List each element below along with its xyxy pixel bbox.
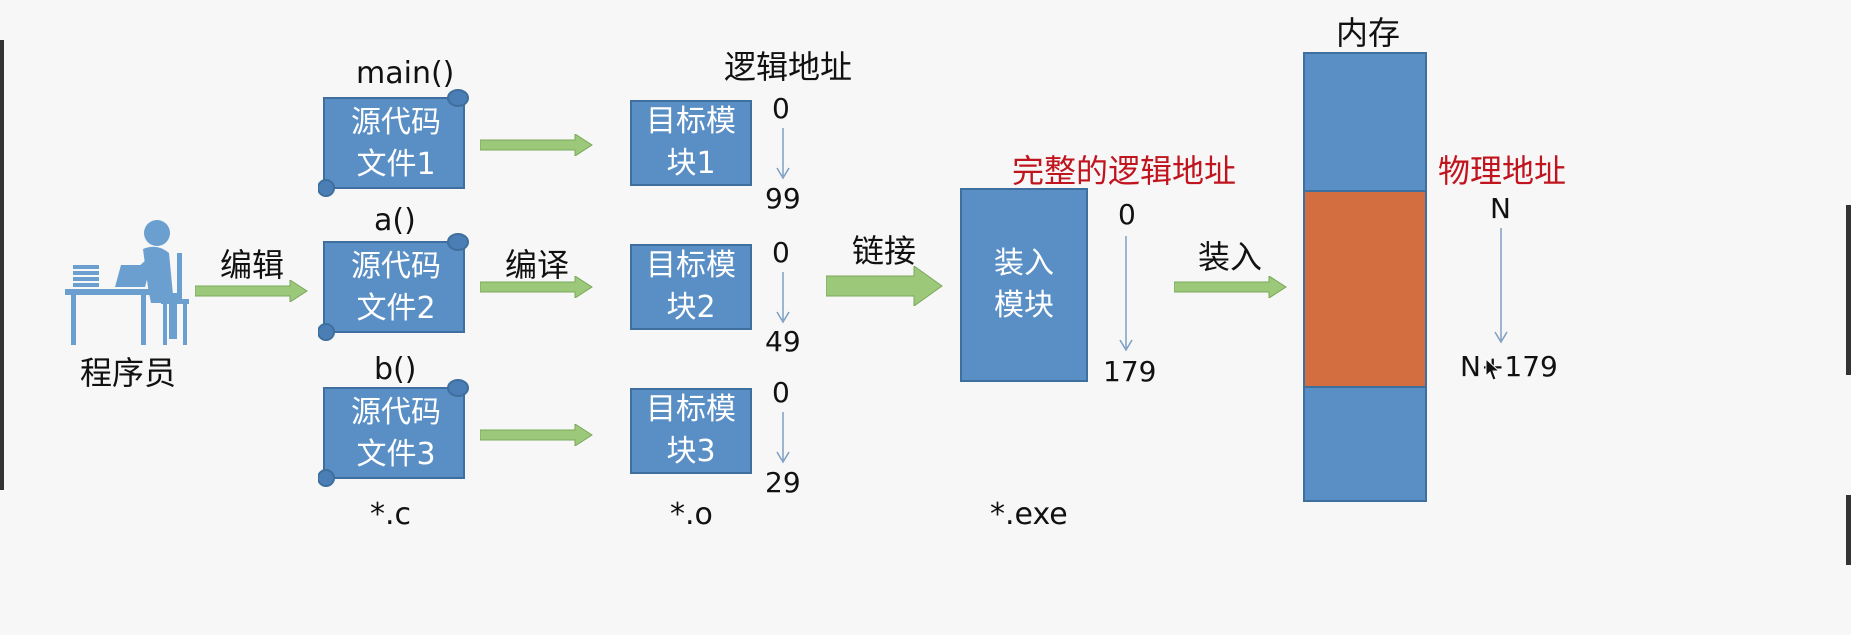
memory-block (1303, 52, 1427, 502)
source-file-2: 源代码文件2 (318, 232, 478, 342)
object-module-2-text: 目标模块2 (646, 248, 736, 325)
logical-address-title: 逻辑地址 (724, 48, 853, 86)
edit-arrow (195, 280, 308, 302)
module-1-range-arrow (776, 128, 790, 180)
module-3-range-arrow (776, 412, 790, 464)
mouse-cursor-icon (1485, 358, 1501, 381)
module-1-start: 0 (772, 92, 790, 125)
programmer-label: 程序员 (80, 354, 177, 392)
module-2-range-arrow (776, 272, 790, 324)
memory-used-region (1305, 190, 1425, 388)
load-module-box: 装入模块 (960, 188, 1088, 382)
physical-end: N+179 (1460, 350, 1558, 383)
load-arrow (1174, 276, 1287, 298)
link-arrow (826, 266, 943, 306)
load-module-end: 179 (1103, 355, 1157, 388)
ext-o-label: *.o (670, 497, 713, 532)
compile-label: 编译 (505, 246, 570, 284)
edit-label: 编辑 (220, 246, 285, 284)
module-3-start: 0 (772, 376, 790, 409)
full-logical-address-title: 完整的逻辑地址 (1012, 152, 1237, 190)
source-file-3-text: 源代码文件3 (351, 395, 441, 472)
source-func-2: a() (374, 203, 416, 238)
object-module-3: 目标模块3 (630, 388, 752, 474)
module-1-end: 99 (765, 182, 801, 215)
right-edge-line-top (1846, 205, 1851, 375)
module-2-end: 49 (765, 325, 801, 358)
link-label: 链接 (852, 232, 917, 270)
source-file-1-text: 源代码文件1 (351, 105, 441, 182)
load-module-text: 装入模块 (994, 246, 1054, 323)
module-3-end: 29 (765, 466, 801, 499)
right-edge-line-bottom (1846, 495, 1851, 565)
physical-address-title: 物理地址 (1438, 152, 1567, 190)
programmer-icon (65, 215, 195, 345)
load-label: 装入 (1198, 238, 1263, 276)
object-module-1-text: 目标模块1 (646, 104, 736, 181)
source-file-1: 源代码文件1 (318, 88, 478, 198)
physical-range-arrow (1494, 228, 1508, 344)
source-func-3: b() (374, 352, 417, 387)
physical-start: N (1490, 192, 1511, 225)
source-file-2-text: 源代码文件2 (351, 249, 441, 326)
load-module-start: 0 (1118, 198, 1136, 231)
module-2-start: 0 (772, 236, 790, 269)
source-func-1: main() (356, 56, 455, 91)
load-module-range-arrow (1119, 236, 1133, 352)
memory-title: 内存 (1336, 14, 1401, 52)
object-module-3-text: 目标模块3 (646, 392, 736, 469)
source-file-3: 源代码文件3 (318, 378, 478, 488)
compile-arrow-1 (480, 134, 593, 156)
ext-exe-label: *.exe (990, 497, 1068, 532)
left-edge-line (0, 40, 4, 490)
ext-c-label: *.c (370, 497, 412, 532)
object-module-1: 目标模块1 (630, 100, 752, 186)
object-module-2: 目标模块2 (630, 244, 752, 330)
compile-arrow-3 (480, 424, 593, 446)
compile-arrow-2 (480, 276, 593, 298)
